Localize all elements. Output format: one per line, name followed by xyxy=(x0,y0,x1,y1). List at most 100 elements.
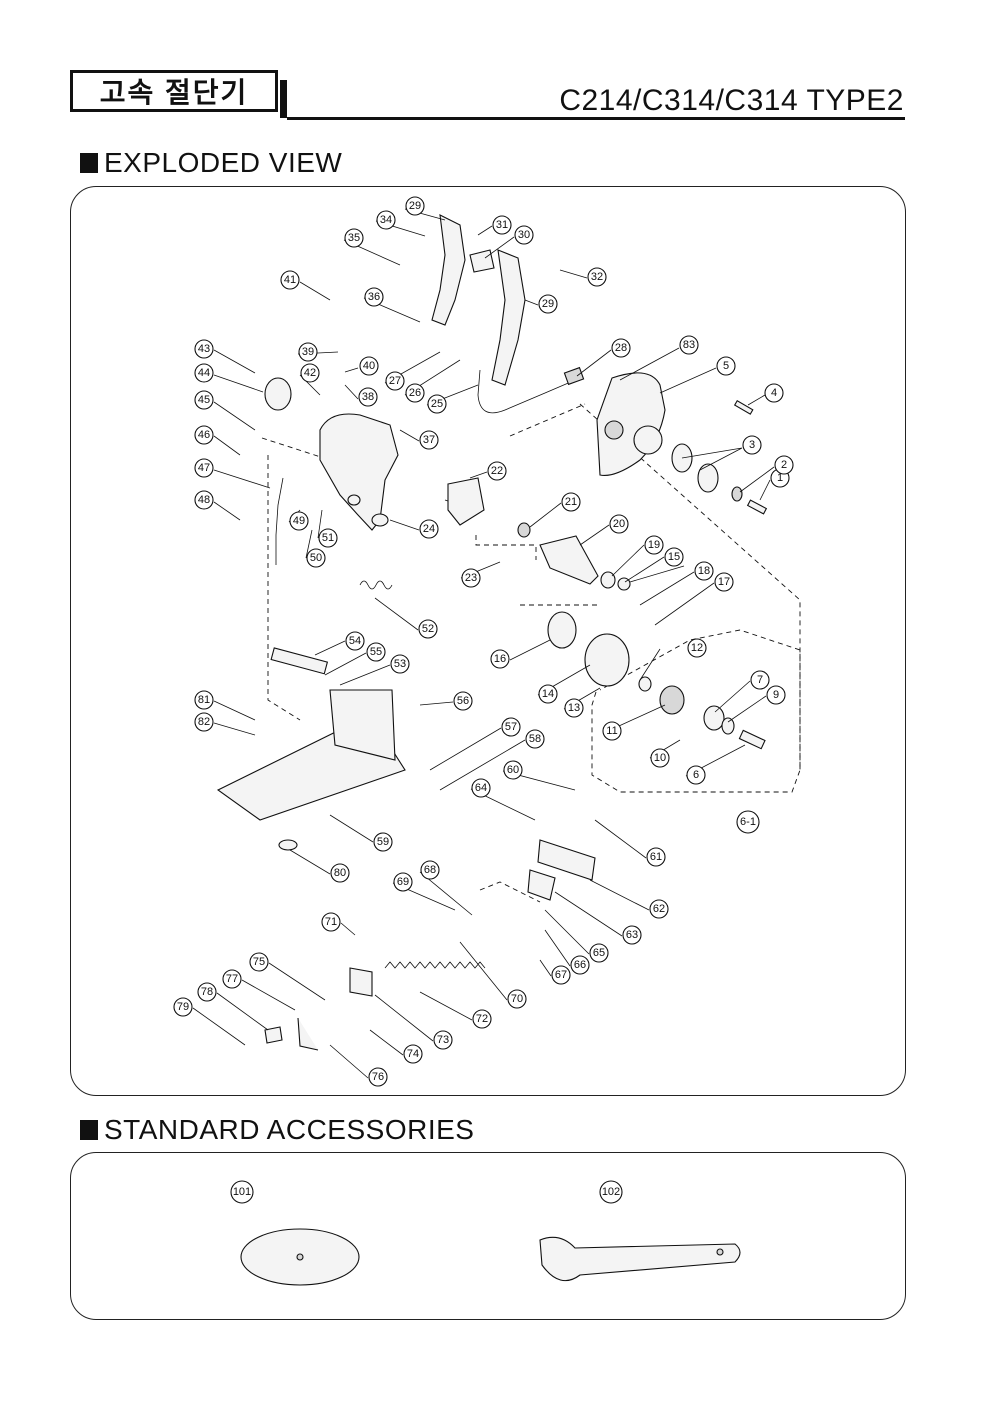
callout-circle xyxy=(501,717,521,737)
callout-number: 44 xyxy=(198,367,210,379)
part-callout-81: 81 xyxy=(194,690,214,710)
callout-circle xyxy=(368,1067,388,1087)
part-callout-76: 76 xyxy=(368,1067,388,1087)
callout-number: 77 xyxy=(226,973,238,985)
part-callout-74: 74 xyxy=(403,1044,423,1064)
callout-number: 12 xyxy=(691,642,703,654)
part-callout-38: 38 xyxy=(358,387,378,407)
part-callout-26: 26 xyxy=(405,383,425,403)
callout-number: 38 xyxy=(362,391,374,403)
callout-number: 52 xyxy=(422,623,434,635)
callout-number: 101 xyxy=(233,1186,251,1198)
part-callouts: 1234566-17910111213141516171819202122232… xyxy=(173,196,794,1204)
part-callout-7: 7 xyxy=(750,670,770,690)
switch-part xyxy=(469,249,495,273)
callout-circle xyxy=(420,860,440,880)
callout-circle xyxy=(427,394,447,414)
part-callout-36: 36 xyxy=(364,287,384,307)
callout-number: 6 xyxy=(693,769,699,781)
part-callout-22: 22 xyxy=(487,461,507,481)
part-callout-39: 39 xyxy=(298,342,318,362)
wrench-part xyxy=(539,1236,741,1282)
part-callout-77: 77 xyxy=(222,969,242,989)
page-title: 고속 절단기 xyxy=(70,70,278,112)
callout-circle xyxy=(716,356,736,376)
part-callout-67: 67 xyxy=(551,965,571,985)
callout-number: 59 xyxy=(377,836,389,848)
standard-accessories-panel xyxy=(70,1152,906,1320)
callout-number: 83 xyxy=(683,339,695,351)
callout-circle xyxy=(507,989,527,1009)
part-callout-59: 59 xyxy=(373,832,393,852)
callout-number: 47 xyxy=(198,462,210,474)
callout-number: 70 xyxy=(511,993,523,1005)
callout-number: 73 xyxy=(437,1034,449,1046)
callout-number: 49 xyxy=(293,515,305,527)
gear-part xyxy=(659,685,685,715)
part-callout-15: 15 xyxy=(664,547,684,567)
callout-circle xyxy=(774,455,794,475)
part-callout-47: 47 xyxy=(194,458,214,478)
callout-circle xyxy=(419,519,439,539)
callout-circle xyxy=(318,528,338,548)
part-callout-20: 20 xyxy=(609,514,629,534)
callout-number: 36 xyxy=(368,291,380,303)
spindle-part xyxy=(738,729,766,750)
part-callout-29: 29 xyxy=(538,294,558,314)
callout-circle xyxy=(197,982,217,1002)
title-box-shadow xyxy=(280,80,287,118)
part-callout-102: 102 xyxy=(599,1180,623,1204)
callout-circle xyxy=(750,670,770,690)
callout-circle xyxy=(376,210,396,230)
callout-circle xyxy=(742,435,762,455)
callout-number: 74 xyxy=(407,1048,419,1060)
chain-part xyxy=(275,477,284,565)
part-callout-68: 68 xyxy=(420,860,440,880)
callout-number: 50 xyxy=(310,552,322,564)
heading-square-icon xyxy=(80,153,98,173)
callout-circle xyxy=(514,225,534,245)
part-callout-9: 9 xyxy=(766,685,786,705)
callout-number: 58 xyxy=(529,733,541,745)
callout-number: 56 xyxy=(457,695,469,707)
part-callout-52: 52 xyxy=(418,619,438,639)
callout-circle xyxy=(373,832,393,852)
part-callout-101: 101 xyxy=(230,1180,254,1204)
callout-circle xyxy=(173,997,193,1017)
callout-number: 5 xyxy=(723,360,729,372)
callout-circle xyxy=(280,270,300,290)
part-callout-44: 44 xyxy=(194,363,214,383)
callout-circle xyxy=(453,691,473,711)
part-callout-5: 5 xyxy=(716,356,736,376)
callout-number: 11 xyxy=(606,725,617,737)
vise-screw-part xyxy=(384,961,486,969)
inner-flange-part xyxy=(697,463,719,493)
callout-circle xyxy=(403,1044,423,1064)
part-callout-29: 29 xyxy=(405,196,425,216)
part-callout-71: 71 xyxy=(321,912,341,932)
part-callout-79: 79 xyxy=(173,997,193,1017)
part-callout-28: 28 xyxy=(611,338,631,358)
callout-circle xyxy=(679,335,699,355)
callout-circle xyxy=(490,649,510,669)
callout-circle xyxy=(764,383,784,403)
guard-hub-part xyxy=(604,420,624,440)
callout-number: 32 xyxy=(591,271,603,283)
part-callout-34: 34 xyxy=(376,210,396,230)
callout-circle xyxy=(300,363,320,383)
part-callout-16: 16 xyxy=(490,649,510,669)
part-callout-65: 65 xyxy=(589,943,609,963)
callout-number: 26 xyxy=(409,387,421,399)
part-callout-42: 42 xyxy=(300,363,320,383)
part-callout-13: 13 xyxy=(564,698,584,718)
callout-leader-lines xyxy=(192,208,775,1079)
part-callout-24: 24 xyxy=(419,519,439,539)
callout-number: 67 xyxy=(555,969,567,981)
model-number: C214/C314/C314 TYPE2 xyxy=(559,84,904,117)
callout-number: 41 xyxy=(284,274,296,286)
depth-gauge-part xyxy=(264,377,292,411)
part-callout-25: 25 xyxy=(427,394,447,414)
callout-number: 53 xyxy=(394,658,406,670)
callout-circle xyxy=(589,943,609,963)
callout-number: 54 xyxy=(349,635,361,647)
